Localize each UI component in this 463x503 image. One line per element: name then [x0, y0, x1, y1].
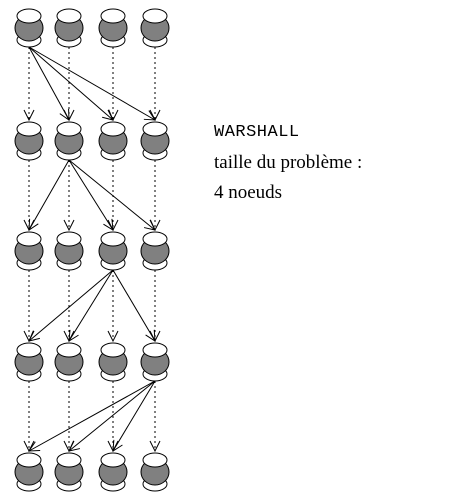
task-node-0-1 [54, 8, 84, 48]
problem-description: WARSHALL taille du problème : 4 noeuds [214, 120, 362, 208]
dependency-arrow-3 [29, 159, 70, 230]
dependency-arrow-1 [28, 46, 113, 120]
dependency-arrow-5 [68, 159, 155, 230]
task-node-4-2 [98, 452, 128, 492]
dependency-arrow-8 [112, 269, 155, 341]
dependency-arrow-4 [68, 159, 113, 230]
task-node-2-3 [140, 231, 170, 271]
task-node-4-1 [54, 452, 84, 492]
dependency-arrow-7 [69, 269, 114, 341]
task-node-1-2 [98, 121, 128, 161]
task-node-3-1 [54, 342, 84, 382]
dependency-arrow-10 [69, 380, 156, 451]
task-node-3-2 [98, 342, 128, 382]
task-node-4-3 [140, 452, 170, 492]
algorithm-title: WARSHALL [214, 123, 300, 142]
task-node-1-0 [14, 121, 44, 161]
task-node-0-2 [98, 8, 128, 48]
task-node-3-3 [140, 342, 170, 382]
problem-size-value: 4 noeuds [214, 182, 283, 203]
dependency-arrows [28, 46, 156, 451]
task-node-0-0 [14, 8, 44, 48]
dependency-arrow-9 [29, 380, 156, 451]
dependency-arrow-0 [28, 46, 69, 120]
dependency-arrow-2 [28, 46, 155, 120]
task-nodes [14, 8, 170, 492]
dependency-arrow-6 [29, 269, 114, 341]
task-node-2-0 [14, 231, 44, 271]
vertical-flow-arrows [29, 47, 155, 451]
problem-size-label: taille du problème : [214, 152, 363, 173]
task-node-1-1 [54, 121, 84, 161]
task-node-4-0 [14, 452, 44, 492]
task-node-0-3 [140, 8, 170, 48]
task-node-2-2 [98, 231, 128, 271]
task-node-2-1 [54, 231, 84, 271]
task-node-3-0 [14, 342, 44, 382]
dependency-arrow-11 [113, 380, 156, 451]
task-node-1-3 [140, 121, 170, 161]
